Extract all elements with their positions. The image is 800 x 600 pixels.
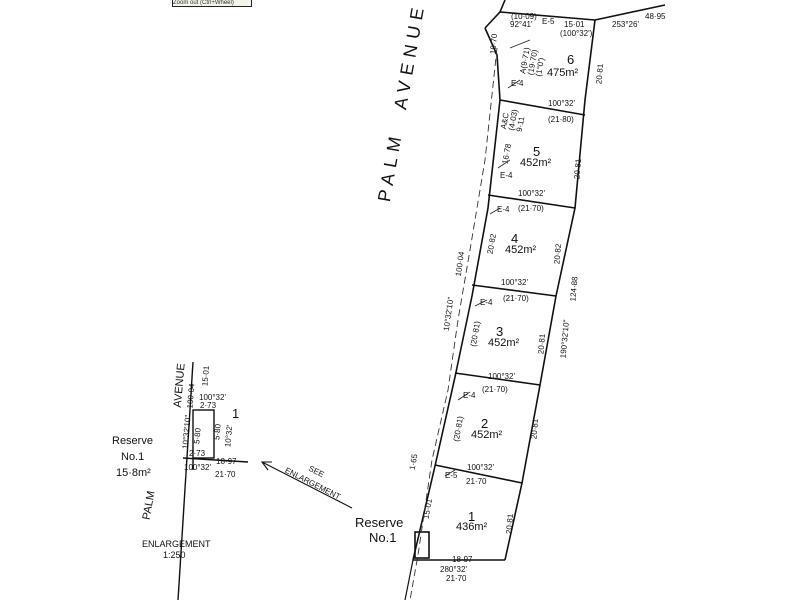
- dim-b4-bottom: 100°32': [501, 278, 528, 287]
- reserve-number: No.1: [369, 530, 397, 545]
- enl-d4: 2·73: [200, 401, 217, 410]
- dim-b2-b: 21·70: [466, 477, 487, 486]
- dim-top-d: (100°32'): [560, 29, 593, 38]
- lot-3-area: 452m²: [488, 337, 520, 349]
- road-line: [409, 47, 498, 600]
- lot-3-number: 3: [496, 324, 504, 339]
- lot-6-number: 6: [567, 52, 575, 67]
- dim-top-e: 253°26': [612, 20, 639, 29]
- dim-b2-bottom: 100°32': [467, 463, 494, 472]
- easement-e4-3: E-4: [480, 298, 493, 307]
- easement-e4-4: E-4: [497, 205, 510, 214]
- divider-3-2: [454, 372, 541, 386]
- lot-2-number: 2: [481, 416, 489, 431]
- enl-lot-number: 1: [232, 406, 240, 421]
- enl-d11: 21·70: [215, 470, 236, 479]
- enl-reserve-area: 15·8m²: [116, 467, 151, 479]
- lot-1-number: 1: [468, 509, 476, 524]
- dim-b6-top: 100°32': [548, 99, 575, 108]
- dim-b4-b: (21·70): [503, 294, 529, 303]
- enl-scale: 1:250: [163, 550, 186, 560]
- easement-label-6: A(9·71) (19·70) (1°0'): [518, 46, 547, 78]
- enl-d5: 5·80: [192, 427, 203, 445]
- easement-e4-6: E-4: [511, 79, 524, 88]
- dim-top-f: 48·95: [645, 12, 666, 21]
- easement-e5-1: E-5: [445, 471, 458, 480]
- zoom-hint: Zoom out (Ctrl+Wheel): [172, 0, 252, 7]
- enl-reserve-no: No.1: [121, 451, 145, 463]
- dim-top-b: 92°41': [510, 20, 533, 29]
- dim-bottom-3: 21·70: [446, 574, 467, 583]
- dim-top-a: (10·09): [511, 12, 537, 21]
- lot-4-area: 452m²: [505, 244, 537, 256]
- dim-b3-b: (21·70): [482, 385, 508, 394]
- enl-d3: 100°32': [199, 393, 226, 402]
- enl-d8: 2·73: [189, 449, 206, 458]
- easement-e5-top: E-5: [542, 17, 555, 26]
- left-boundary: [412, 27, 501, 561]
- dim-b5-b: (21·70): [518, 204, 544, 213]
- easement-e4-2: E-4: [463, 391, 476, 400]
- lot-5-number: 5: [533, 144, 541, 159]
- lot-6-area: 475m²: [547, 67, 579, 79]
- enl-d9: 18·97: [216, 457, 237, 466]
- reserve-label: Reserve: [355, 515, 404, 530]
- reserve-box: [414, 531, 430, 559]
- enl-d6: 5·80: [212, 423, 223, 441]
- divider-5-4: [487, 194, 576, 209]
- dim-b3-bottom: 100°32': [488, 372, 515, 381]
- divider-4-3: [471, 284, 557, 297]
- enl-reserve: Reserve: [112, 435, 153, 447]
- enl-title: ENLARGEMENT: [142, 539, 211, 549]
- dim-bottom-1: 18·97: [452, 555, 473, 564]
- easement-label-5: A&C (4·03) 9·11: [499, 108, 527, 133]
- divider-6-5: [499, 99, 586, 116]
- divider-2-1: [434, 464, 523, 484]
- dim-b6-bottom: (21·80): [548, 115, 574, 124]
- easement-e4-5: E-4: [500, 171, 513, 180]
- lot-4-number: 4: [511, 231, 519, 246]
- dim-b5-bottom: 100°32': [518, 189, 545, 198]
- dim-top-c: 15·01: [564, 20, 585, 29]
- lot-5-area: 452m²: [520, 157, 552, 169]
- dim-bottom-2: 280°32': [440, 565, 467, 574]
- lot-2-area: 452m²: [471, 429, 503, 441]
- enl-d10: 100°32': [184, 463, 211, 472]
- lot-1-area: 436m²: [456, 521, 488, 533]
